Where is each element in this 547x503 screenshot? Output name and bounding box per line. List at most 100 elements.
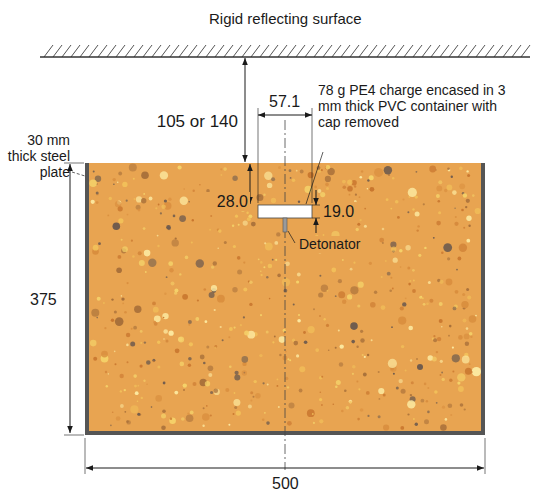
speckle [405, 245, 410, 250]
speckle [109, 197, 112, 200]
speckle [126, 333, 130, 337]
speckle [155, 207, 157, 209]
speckle [130, 341, 135, 346]
speckle [449, 379, 452, 382]
speckle [141, 198, 146, 203]
speckle [115, 363, 117, 365]
speckle [462, 356, 470, 364]
speckle [157, 245, 159, 247]
speckle [412, 208, 414, 210]
speckle [315, 348, 319, 352]
speckle [426, 302, 429, 305]
speckle [356, 381, 358, 383]
speckle [285, 377, 288, 380]
speckle [360, 338, 364, 342]
speckle [385, 260, 387, 262]
speckle [196, 259, 204, 267]
speckle [144, 250, 151, 257]
speckle [229, 327, 233, 331]
speckle [258, 258, 260, 260]
speckle [439, 319, 443, 323]
speckle [433, 338, 437, 342]
speckle [153, 307, 159, 313]
speckle [206, 405, 208, 407]
speckle [179, 273, 181, 275]
speckle [124, 411, 126, 413]
speckle [364, 208, 366, 210]
speckle [294, 341, 299, 346]
speckle [217, 295, 225, 303]
centerline [285, 120, 286, 470]
speckle [338, 329, 340, 331]
hatch-stroke [53, 45, 62, 57]
speckle [364, 225, 367, 228]
speckle [222, 339, 224, 341]
speckle [195, 317, 199, 321]
speckle [297, 273, 301, 277]
speckle [427, 387, 429, 389]
speckle [423, 203, 425, 205]
hatch-stroke [161, 45, 170, 57]
speckle [178, 337, 184, 343]
speckle [211, 285, 217, 291]
speckle [276, 232, 280, 236]
speckle [421, 399, 425, 403]
speckle [138, 251, 142, 255]
speckle [114, 351, 116, 353]
speckle [454, 222, 458, 226]
speckle [433, 237, 435, 239]
speckle [263, 382, 265, 384]
speckle [192, 219, 194, 221]
speckle [208, 373, 212, 377]
speckle [116, 416, 121, 421]
speckle [328, 349, 330, 351]
speckle [118, 206, 123, 211]
speckle [243, 316, 245, 318]
speckle [135, 391, 139, 395]
dimension-label: 500 [272, 474, 299, 493]
speckle [163, 338, 165, 340]
speckle [407, 413, 409, 415]
speckle [243, 288, 247, 292]
speckle [93, 171, 95, 173]
speckle [278, 406, 280, 408]
speckle [331, 268, 336, 273]
speckle [138, 209, 141, 212]
speckle [326, 165, 331, 170]
speckle [246, 212, 248, 214]
speckle [293, 304, 295, 306]
speckle [427, 411, 430, 414]
speckle [446, 279, 453, 286]
speckle [275, 259, 277, 261]
speckle [367, 179, 369, 181]
speckle [290, 177, 292, 179]
speckle [266, 276, 268, 278]
speckle [347, 180, 352, 185]
speckle [369, 262, 372, 265]
speckle [229, 366, 232, 369]
width-dimension [258, 115, 312, 116]
speckle [401, 389, 406, 394]
speckle [378, 371, 380, 373]
speckle [193, 190, 195, 192]
speckle [428, 281, 431, 284]
speckle [103, 302, 105, 304]
speckle [272, 341, 274, 343]
speckle [386, 198, 389, 201]
speckle [461, 209, 464, 212]
speckle [237, 269, 242, 274]
speckle [313, 308, 315, 310]
speckle [367, 188, 369, 190]
hatch-stroke [449, 45, 458, 57]
speckle [399, 379, 403, 383]
speckle [97, 297, 101, 301]
speckle [439, 302, 443, 306]
hatch-stroke [269, 45, 278, 57]
speckle [445, 418, 448, 421]
speckle [463, 227, 465, 229]
speckle [321, 404, 323, 406]
speckle [190, 411, 194, 415]
speckle [439, 280, 443, 284]
hatch-stroke [359, 45, 368, 57]
speckle [308, 172, 314, 178]
